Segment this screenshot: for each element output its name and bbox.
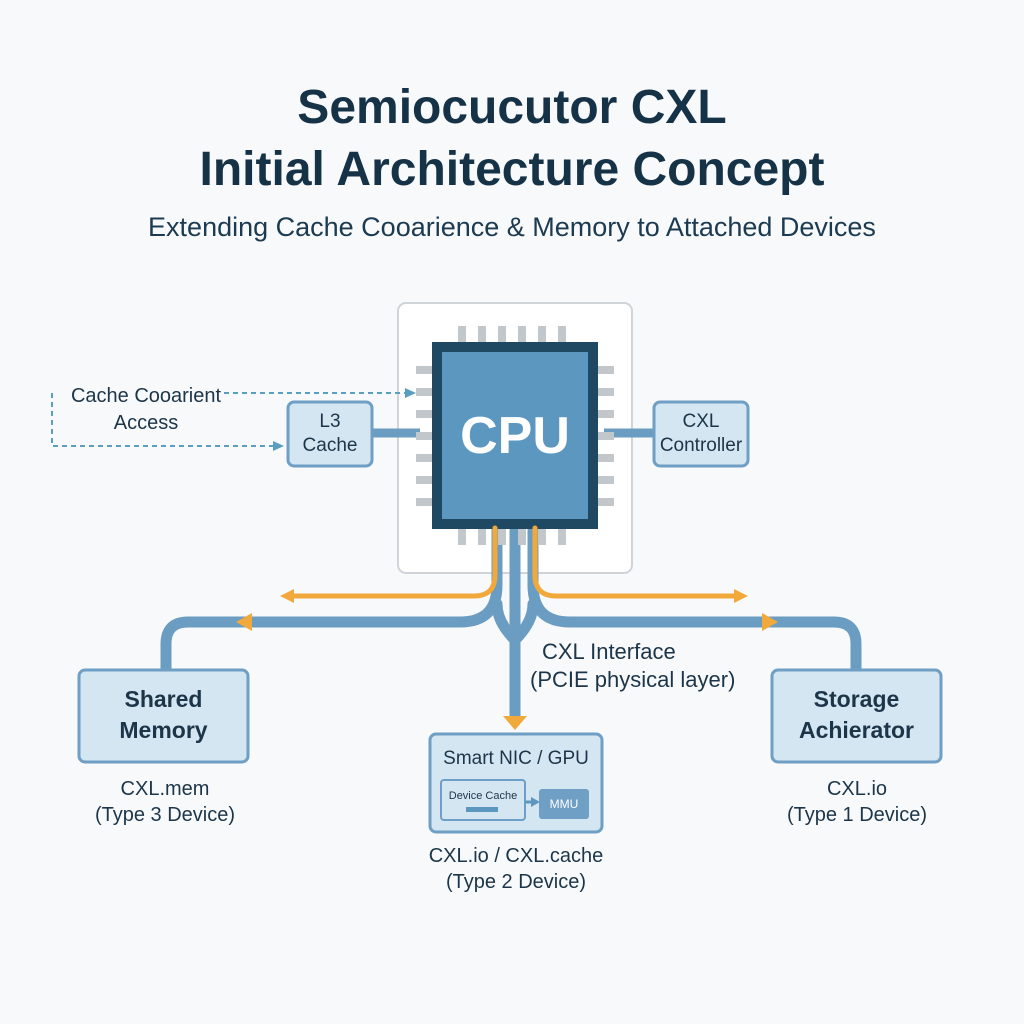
cache-access-line1: Cache Cooarient <box>70 385 222 407</box>
cpu-pin <box>416 432 434 440</box>
shared-memory-line2: Memory <box>119 717 208 743</box>
cache-access-label: Cache Cooarient Access <box>46 383 246 437</box>
mmu-label: MMU <box>549 797 579 811</box>
cpu-pin <box>458 326 466 344</box>
cache-coherent-dashed-lines <box>51 392 406 447</box>
storage-line1: Storage <box>813 686 900 712</box>
cxl-interface-label: CXL Interface (PCIE physical layer) <box>530 638 760 694</box>
l3-cache-line1: L3 <box>319 411 341 432</box>
cpu-pin <box>518 527 526 545</box>
cpu-pin <box>458 527 466 545</box>
cpu-pin <box>538 527 546 545</box>
cxl-interface-line1: CXL Interface <box>542 639 676 664</box>
smart-nic-caption-line2: (Type 2 Device) <box>445 871 587 893</box>
cxl-controller-line1: CXL <box>682 411 720 432</box>
dashed-arrow-head-lower <box>273 441 284 451</box>
cache-to-mmu-arrow <box>531 797 540 807</box>
cpu-pin <box>498 326 506 344</box>
l3-cache-label: L3 Cache <box>288 410 372 458</box>
cpu-pin <box>498 527 506 545</box>
cxl-controller-label: CXL Controller <box>654 410 748 458</box>
device-cache-bar <box>466 807 498 812</box>
data-flow-arrows <box>287 525 743 599</box>
cpu-pin <box>596 366 614 374</box>
cpu-pin <box>596 454 614 462</box>
cpu-pin <box>478 326 486 344</box>
cxl-bus <box>160 522 862 724</box>
cpu-pin <box>416 454 434 462</box>
title-line-1: Semiocucutor CXL <box>297 81 727 134</box>
cxl-controller-line2: Controller <box>659 435 743 456</box>
l3-cache-line2: Cache <box>302 435 358 456</box>
storage-box <box>770 668 943 764</box>
mmu-box <box>539 789 589 819</box>
cpu-pin <box>416 366 434 374</box>
smart-nic-caption: CXL.io / CXL.cache (Type 2 Device) <box>376 843 656 895</box>
arrow-right-head <box>734 589 748 603</box>
cpu-pin <box>416 476 434 484</box>
smart-nic-caption-line1: CXL.io / CXL.cache <box>428 845 604 867</box>
storage-label: Storage Achierator <box>772 684 941 746</box>
cpu-die <box>442 352 588 519</box>
cpu-pin <box>596 476 614 484</box>
title-line-2: Initial Architecture Concept <box>199 143 825 196</box>
cpu-pin <box>416 410 434 418</box>
cpu-pin <box>478 527 486 545</box>
device-cache-box <box>440 779 526 821</box>
shared-memory-line1: Shared <box>124 686 203 712</box>
cxl-interface-line2: (PCIE physical layer) <box>530 667 736 692</box>
device-cache-label: Device Cache <box>448 790 518 802</box>
subtitle: Extending Cache Cooarience & Memory to A… <box>148 212 876 242</box>
cpu-label: CPU <box>460 407 570 465</box>
cpu-pin <box>416 388 434 396</box>
dashed-arrow-head-upper <box>405 388 416 398</box>
arrow-shared-head <box>236 613 252 631</box>
cpu-pin <box>538 326 546 344</box>
storage-line2: Achierator <box>798 717 915 743</box>
cpu-pin <box>518 326 526 344</box>
arrow-storage-head <box>762 613 778 631</box>
cache-access-line2: Access <box>113 412 179 434</box>
cpu-pin <box>596 388 614 396</box>
cpu-pin <box>558 527 566 545</box>
arrow-left-head <box>280 589 294 603</box>
cxl-controller-box <box>652 400 750 468</box>
cpu-pins <box>416 326 614 545</box>
storage-caption: CXL.io (Type 1 Device) <box>742 776 972 828</box>
cpu-pin <box>596 432 614 440</box>
storage-caption-line1: CXL.io <box>826 778 888 800</box>
smart-nic-title: Smart NIC / GPU <box>443 748 589 769</box>
l3-cache-box <box>286 400 374 468</box>
shared-memory-label: Shared Memory <box>79 684 248 746</box>
shared-memory-caption-line2: (Type 3 Device) <box>94 804 236 826</box>
storage-caption-line2: (Type 1 Device) <box>786 804 928 826</box>
cpu-pin <box>558 326 566 344</box>
arrow-nic-head <box>503 716 527 730</box>
cpu-pin <box>596 498 614 506</box>
cpu-pin <box>416 498 434 506</box>
shared-memory-caption: CXL.mem (Type 3 Device) <box>50 776 280 828</box>
shared-memory-box <box>77 668 250 764</box>
cpu-pin <box>596 410 614 418</box>
shared-memory-caption-line1: CXL.mem <box>120 778 210 800</box>
